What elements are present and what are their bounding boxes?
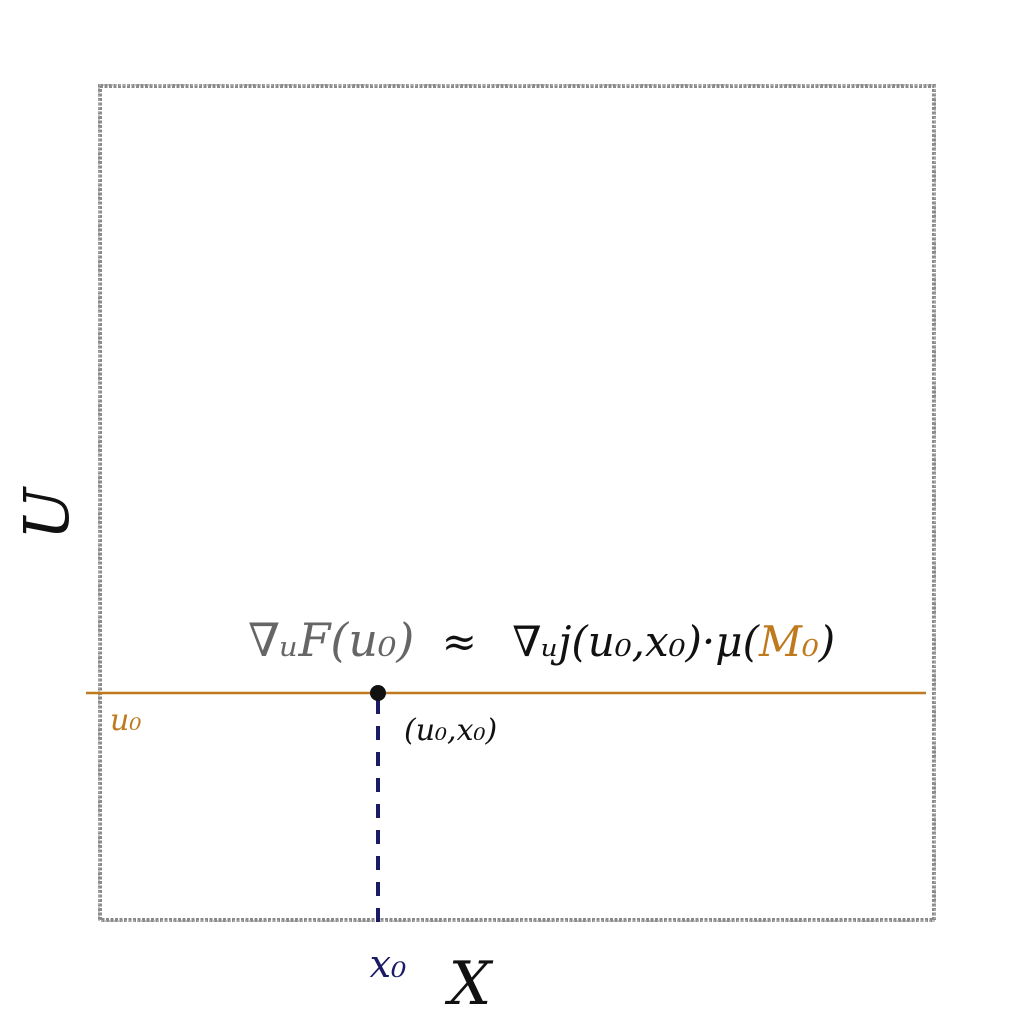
point-u0-x0 — [370, 685, 386, 701]
equation-rhs-highlight: M₀ — [758, 617, 819, 666]
y-axis-label: U — [10, 486, 83, 540]
equation-approx: ≈ — [442, 617, 477, 666]
x0-label: x₀ — [370, 942, 407, 986]
x-axis-label: X — [445, 949, 494, 1019]
point-label: (u₀,x₀) — [404, 713, 497, 748]
equation-lhs: ∇ᵤF(u₀) — [248, 613, 414, 667]
domain-frame — [98, 84, 936, 922]
equation-rhs-suffix: ) — [818, 617, 835, 666]
gradient-equation: ∇ᵤF(u₀) ≈ ∇ᵤj(u₀,x₀)·μ(M₀) — [248, 613, 835, 667]
equation-rhs-prefix: ∇ᵤj(u₀,x₀)·μ( — [512, 617, 760, 666]
u0-label: u₀ — [110, 703, 141, 738]
